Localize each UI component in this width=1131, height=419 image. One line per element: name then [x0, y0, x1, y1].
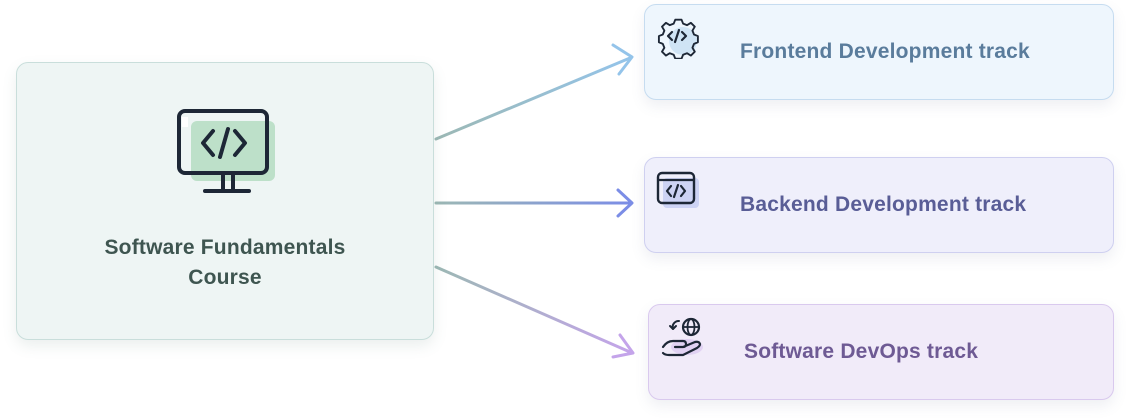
track-backend-box: Backend Development track	[644, 157, 1114, 253]
source-course-label: Software Fundamentals Course	[17, 233, 433, 293]
browser-code-icon	[656, 171, 699, 208]
source-label-line2: Course	[188, 266, 262, 289]
arrow-to-backend	[434, 188, 634, 218]
gear-code-icon	[657, 18, 699, 59]
track-frontend-box: Frontend Development track	[644, 4, 1114, 100]
hand-globe-icon	[661, 317, 703, 357]
track-frontend-label: Frontend Development track	[740, 40, 1030, 63]
track-devops-label: Software DevOps track	[744, 340, 979, 363]
monitor-code-icon	[177, 109, 275, 193]
source-course-box: Software Fundamentals Course	[16, 62, 434, 340]
arrow-to-devops	[434, 265, 635, 359]
track-backend-label: Backend Development track	[740, 193, 1027, 216]
arrow-to-frontend	[434, 43, 634, 141]
track-devops-box: Software DevOps track	[648, 304, 1114, 400]
source-label-line1: Software Fundamentals	[104, 236, 346, 259]
